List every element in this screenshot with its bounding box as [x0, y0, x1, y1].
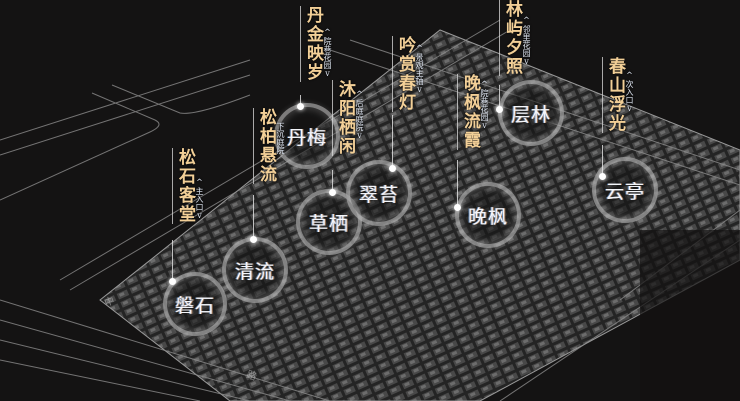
zone-title: 吟赏春灯 — [395, 36, 415, 112]
zone-label-songbai[interactable]: 松柏悬流 下沉庭院 — [253, 108, 285, 184]
pin-dot — [297, 103, 304, 110]
pin-line — [253, 195, 254, 240]
pin-dot — [169, 278, 176, 285]
zone-ring-label: 层林 — [510, 103, 551, 126]
label-rule — [300, 6, 301, 82]
zone-ring-yunting[interactable]: 云亭 — [592, 157, 658, 223]
pin-dot — [250, 236, 257, 243]
zone-subtitle: ^邻里花园v — [522, 16, 531, 66]
zone-ring-label: 磐石 — [174, 294, 215, 317]
label-rule — [332, 80, 333, 156]
label-rule — [253, 108, 254, 184]
zone-subtitle: ^次入口v — [625, 71, 634, 113]
pin-dot — [329, 189, 336, 196]
label-rule — [172, 148, 173, 224]
pin-dot — [454, 204, 461, 211]
zone-subtitle: ^后庭庭院v — [355, 90, 364, 140]
zone-subtitle: ^景观主轴v — [415, 44, 424, 94]
zone-ring-danmei[interactable]: 丹梅 — [274, 103, 340, 169]
zone-title: 松柏悬流 — [256, 108, 276, 184]
label-rule — [457, 74, 458, 150]
zone-title: 春山浮光 — [605, 57, 625, 133]
pin-dot — [599, 173, 606, 180]
zone-ring-label: 草栖 — [308, 212, 349, 235]
zone-label-chunshan[interactable]: 春山浮光 ^次入口v — [602, 57, 634, 133]
pin-line — [457, 160, 458, 205]
label-rule — [392, 36, 393, 112]
zone-ring-label: 清流 — [234, 260, 275, 283]
zone-title: 林屿夕照 — [502, 0, 522, 76]
pin-line — [392, 115, 393, 170]
zone-ring-label: 云亭 — [604, 180, 645, 203]
zone-label-wanfeng[interactable]: 晚枫流霞 ^院巷花园v — [457, 74, 489, 150]
zone-ring-cuitai[interactable]: 翠苔 — [346, 160, 412, 226]
pin-dot — [389, 165, 396, 172]
zone-ring-qingliu[interactable]: 清流 — [222, 237, 288, 303]
zone-ring-label: 晚枫 — [467, 205, 508, 228]
zone-label-muyang[interactable]: 沐阳栖闲 ^后庭庭院v — [332, 80, 364, 156]
zone-subtitle: ^院巷花园v — [480, 80, 489, 130]
zone-ring-label: 丹梅 — [286, 126, 327, 149]
pin-line — [499, 85, 500, 110]
pin-dot — [496, 106, 503, 113]
zone-label-linyu[interactable]: 林屿夕照 ^邻里花园v — [499, 0, 531, 76]
zone-title: 丹金映岁 — [303, 6, 323, 82]
zone-ring-cenglin[interactable]: 层林 — [498, 80, 564, 146]
zone-title: 沐阳栖闲 — [335, 80, 355, 156]
zone-ring-wanfeng[interactable]: 晚枫 — [455, 182, 521, 248]
pin-line — [602, 145, 603, 175]
zone-label-danjin[interactable]: 丹金映岁 ^院巷花园v — [300, 6, 332, 82]
pin-line — [300, 95, 301, 105]
label-rule — [499, 0, 500, 76]
zone-subtitle: 下沉庭院 — [276, 122, 285, 154]
zone-subtitle: ^院巷花园v — [323, 28, 332, 78]
pin-line — [332, 170, 333, 192]
pin-line — [172, 240, 173, 282]
zone-label-yinshang[interactable]: 吟赏春灯 ^景观主轴v — [392, 36, 424, 112]
zone-title: 晚枫流霞 — [460, 74, 480, 150]
label-rule — [602, 57, 603, 133]
zone-title: 松石客堂 — [175, 148, 195, 224]
zone-ring-label: 翠苔 — [358, 183, 399, 206]
zone-label-songshi[interactable]: 松石客堂 ^主入口v — [172, 148, 204, 224]
zone-subtitle: ^主入口v — [195, 178, 204, 220]
